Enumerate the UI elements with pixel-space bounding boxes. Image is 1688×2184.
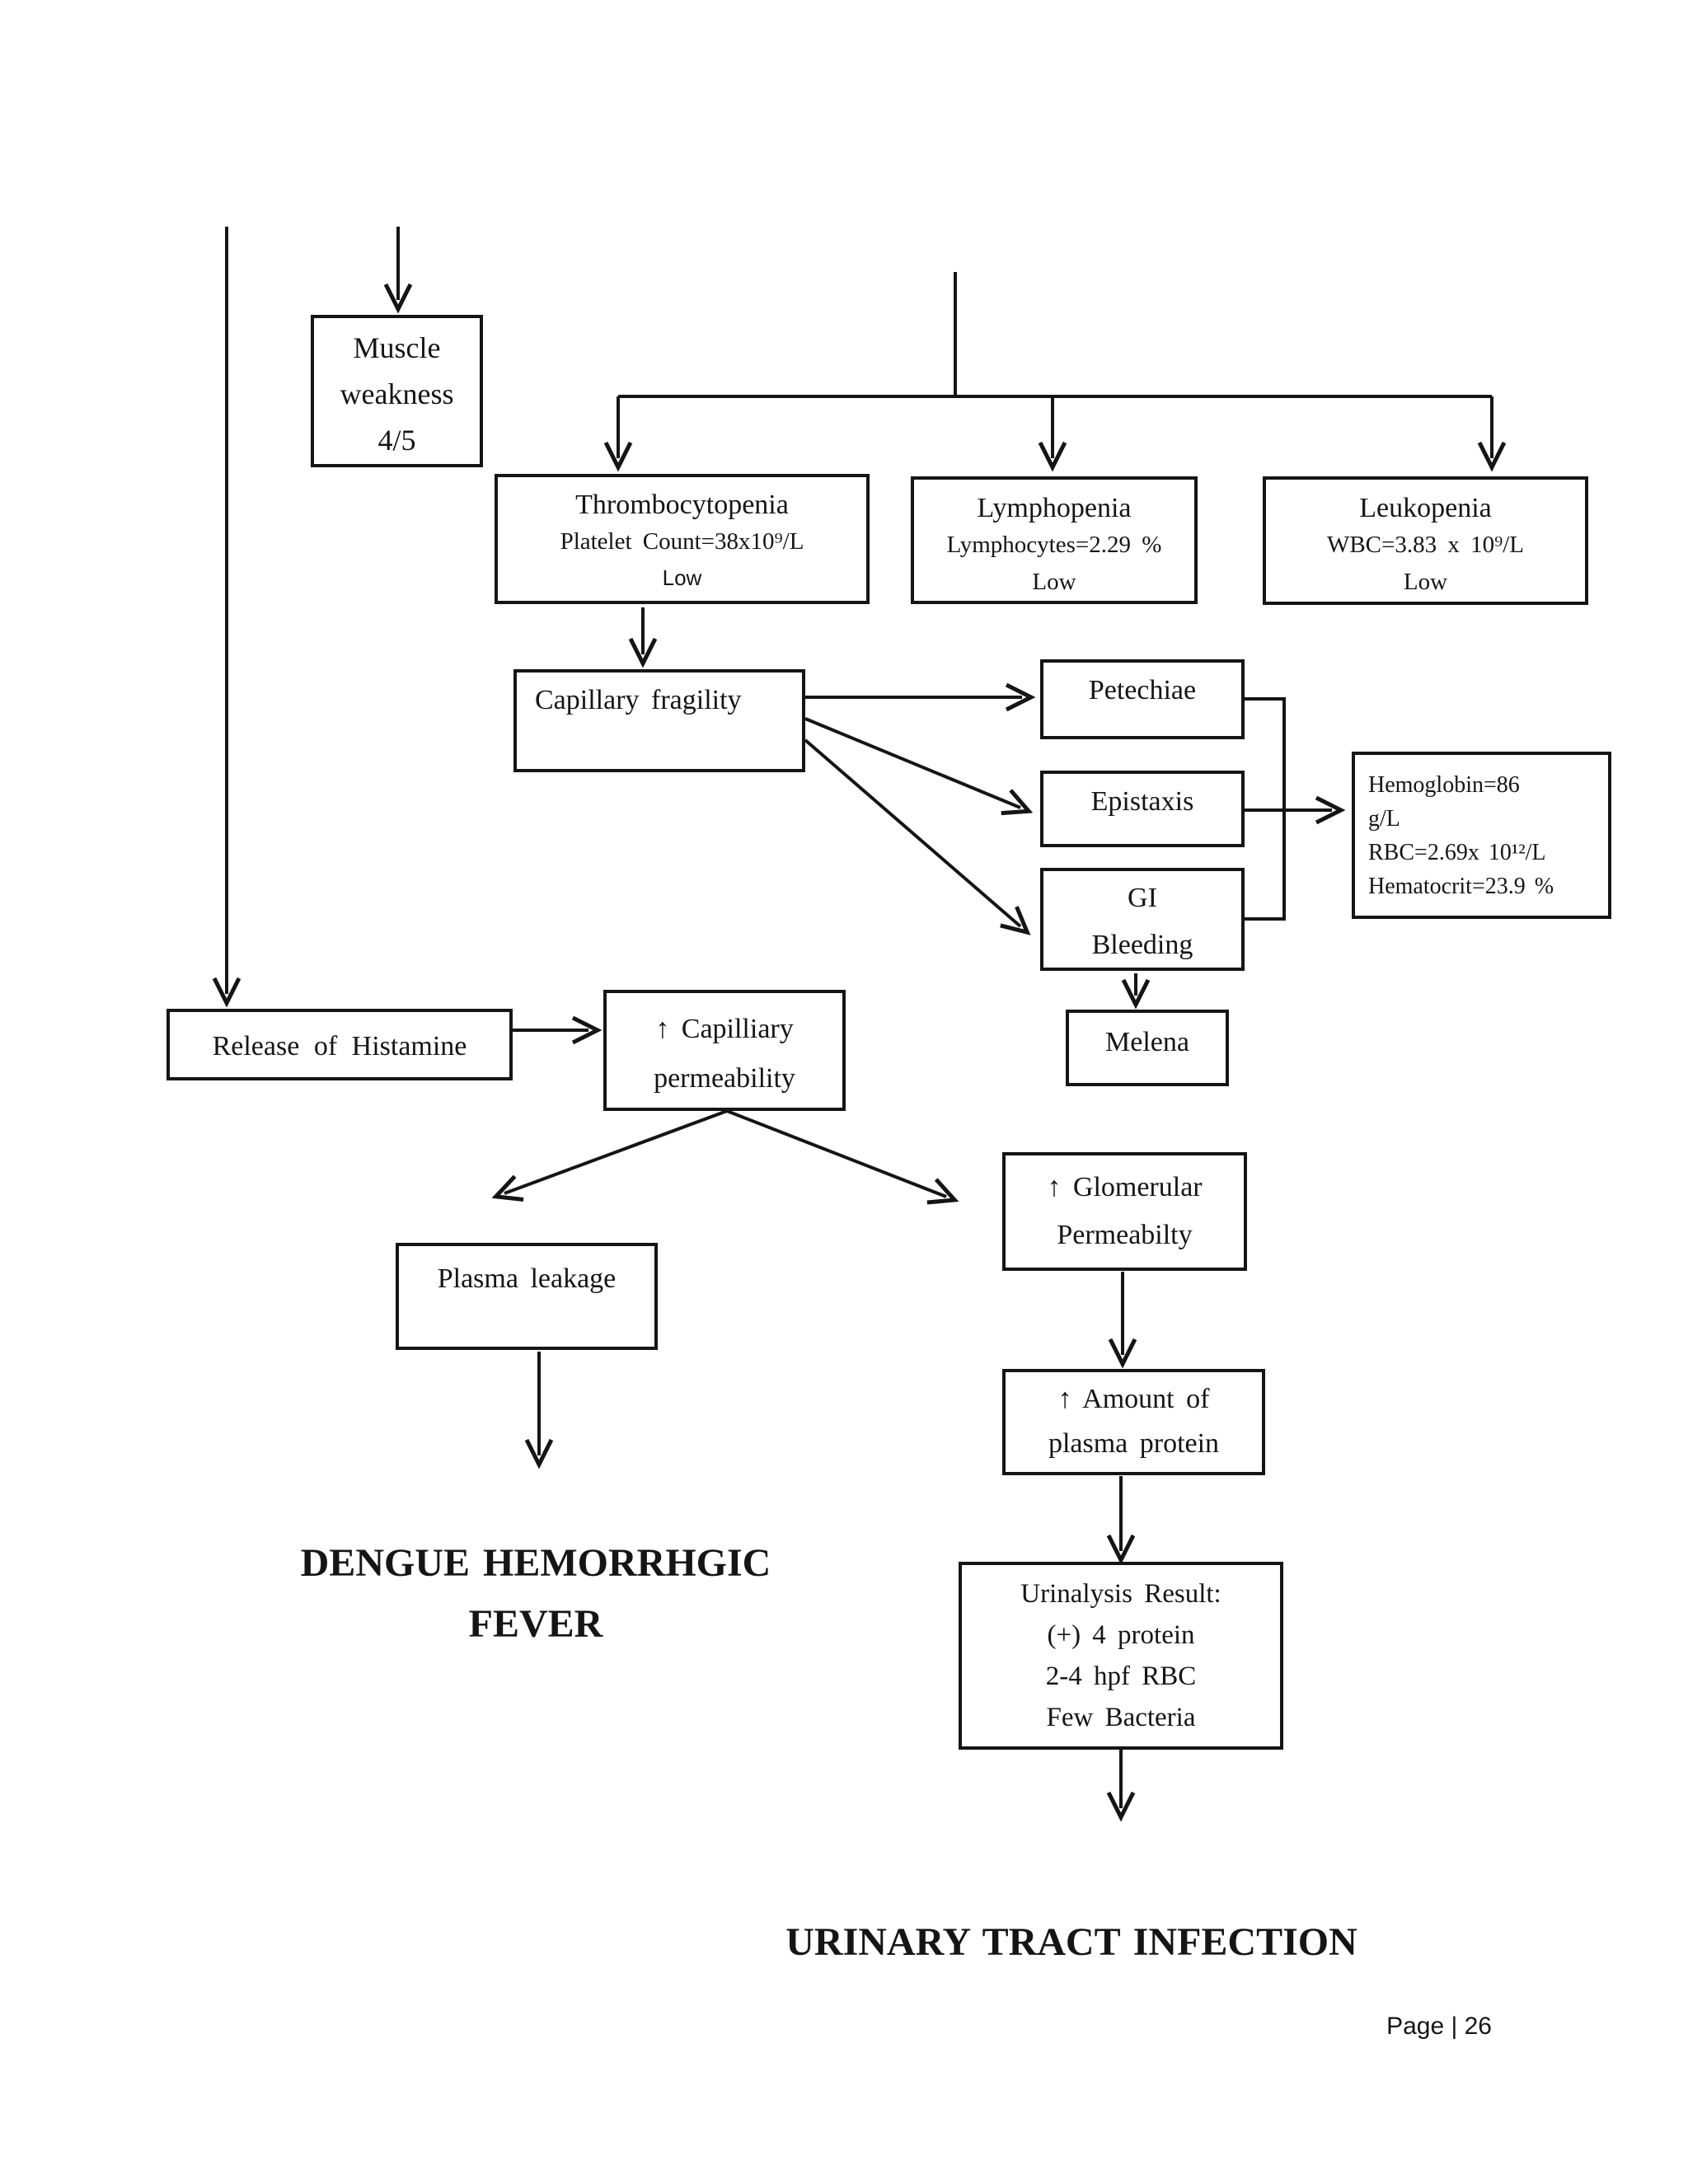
edge-capillary-permeability-to-plasma-leakage xyxy=(504,1109,728,1193)
node-title: Release of Histamine xyxy=(212,1031,467,1062)
node-title: Epistaxis xyxy=(1090,786,1194,817)
node-urinalysis-result: Urinalysis Result: (+) 4 protein 2-4 hpf… xyxy=(959,1562,1283,1750)
node-flag: Low xyxy=(662,565,702,590)
urinalysis-line: 2-4 hpf RBC xyxy=(1045,1661,1197,1691)
node-title: Thrombocytopenia xyxy=(575,490,789,520)
diagnosis-urinary-tract-infection: URINARY TRACT INFECTION xyxy=(783,1912,1360,1973)
node-label: Permeabilty xyxy=(1057,1220,1193,1250)
diagnosis-line: FEVER xyxy=(468,1602,603,1646)
node-title: Capillary fragility xyxy=(535,685,742,715)
node-plasma-leakage: Plasma leakage xyxy=(396,1243,658,1350)
node-label: permeability xyxy=(654,1063,795,1094)
node-label: ↑ Amount of xyxy=(1057,1384,1210,1414)
urinalysis-line: Few Bacteria xyxy=(1046,1703,1196,1732)
node-lab-values: Hemoglobin=86 g/L RBC=2.69x 10¹²/L Hemat… xyxy=(1352,752,1611,919)
edge-capillary-fragility-to-gi-bleeding xyxy=(804,738,1020,926)
edge-capillary-fragility-to-epistaxis xyxy=(804,717,1020,808)
node-flag: Low xyxy=(1403,569,1448,595)
node-melena: Melena xyxy=(1066,1010,1229,1086)
node-label: Bleeding xyxy=(1091,930,1193,960)
node-epistaxis: Epistaxis xyxy=(1040,771,1245,847)
node-label: 4/5 xyxy=(377,424,416,457)
lab-value-line: Hemoglobin=86 xyxy=(1368,772,1520,798)
node-release-of-histamine: Release of Histamine xyxy=(166,1009,513,1080)
node-glomerular-permeability: ↑ Glomerular Permeabilty xyxy=(1002,1152,1247,1271)
node-muscle-weakness: Muscle weakness 4/5 xyxy=(311,315,483,467)
node-thrombocytopenia: Thrombocytopenia Platelet Count=38x10⁹/L… xyxy=(495,474,870,604)
node-title: Petechiae xyxy=(1088,675,1197,705)
edge-capillary-permeability-to-glomerular xyxy=(726,1109,946,1197)
node-detail: Lymphocytes=2.29 % xyxy=(946,532,1162,558)
node-detail: WBC=3.83 x 10⁹/L xyxy=(1326,532,1525,558)
node-label: Muscle xyxy=(353,331,441,364)
page-number: Page | 26 xyxy=(1386,2013,1492,2040)
node-flag: Low xyxy=(1032,569,1076,595)
lab-value-line: Hematocrit=23.9 % xyxy=(1368,874,1554,899)
node-label: plasma protein xyxy=(1048,1428,1220,1459)
node-title: Lymphopenia xyxy=(977,493,1132,523)
node-leukopenia: Leukopenia WBC=3.83 x 10⁹/L Low xyxy=(1263,476,1588,605)
lab-value-line: RBC=2.69x 10¹²/L xyxy=(1368,840,1546,865)
node-capillary-permeability: ↑ Capilliary permeability xyxy=(603,990,846,1111)
node-title: Leukopenia xyxy=(1359,493,1492,523)
diagnosis-line: DENGUE HEMORRHGIC xyxy=(300,1541,771,1585)
node-title: Plasma leakage xyxy=(437,1263,617,1294)
node-label: ↑ Glomerular xyxy=(1047,1172,1203,1202)
node-gi-bleeding: GI Bleeding xyxy=(1040,868,1245,971)
node-label: weakness xyxy=(340,377,454,410)
node-capillary-fragility: Capillary fragility xyxy=(513,669,805,772)
node-label: ↑ Capilliary xyxy=(655,1014,794,1044)
diagnosis-line: URINARY TRACT INFECTION xyxy=(785,1920,1357,1964)
node-label: GI xyxy=(1128,883,1157,913)
node-lymphopenia: Lymphopenia Lymphocytes=2.29 % Low xyxy=(911,476,1198,604)
node-amount-of-plasma-protein: ↑ Amount of plasma protein xyxy=(1002,1369,1265,1475)
node-petechiae: Petechiae xyxy=(1040,659,1245,739)
urinalysis-line: Urinalysis Result: xyxy=(1020,1579,1221,1609)
lab-value-line: g/L xyxy=(1368,806,1400,832)
node-detail: Platelet Count=38x10⁹/L xyxy=(560,528,804,555)
diagnosis-dengue-hemorrhagic-fever: DENGUE HEMORRHGIC FEVER xyxy=(264,1533,808,1655)
node-title: Melena xyxy=(1105,1027,1189,1057)
urinalysis-line: (+) 4 protein xyxy=(1047,1620,1195,1650)
